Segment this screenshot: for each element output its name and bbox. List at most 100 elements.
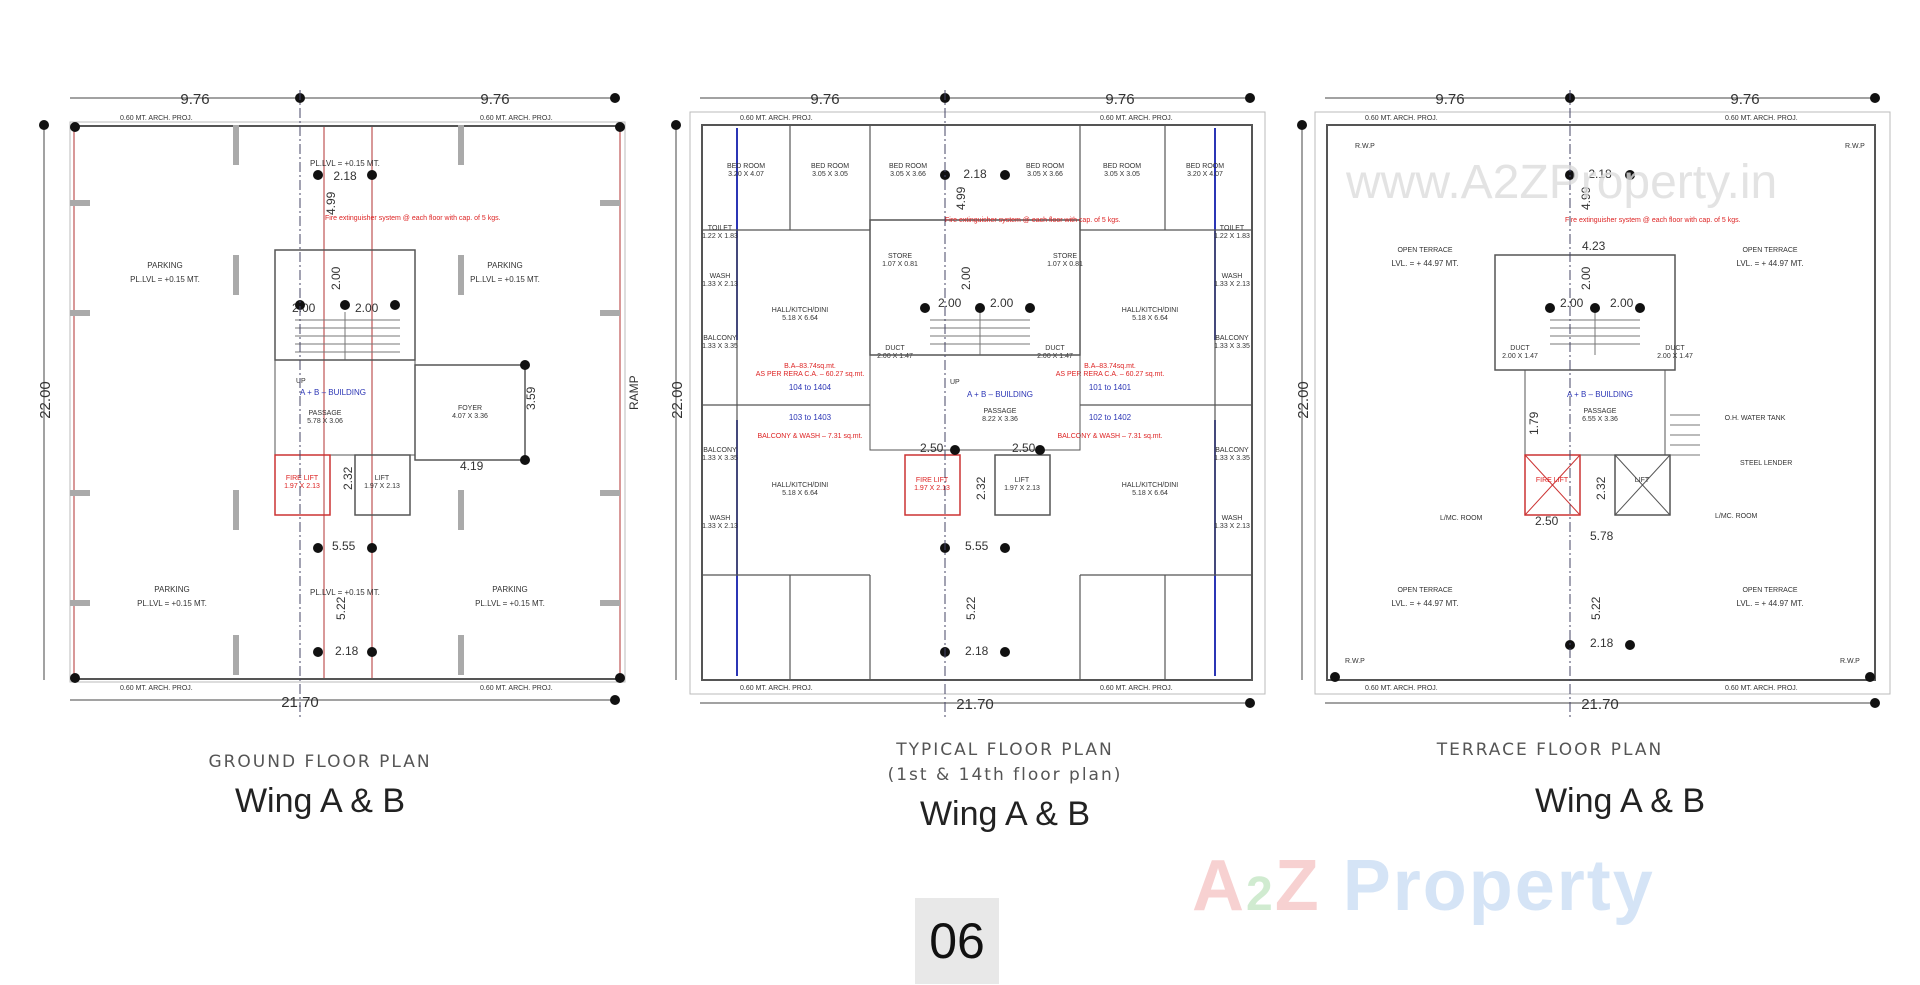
hall-dim: 5.18 X 6.64 — [782, 315, 818, 322]
lift-label: LIFT — [1635, 477, 1650, 484]
fire-lift-label: FIRE LIFT — [1536, 477, 1569, 484]
passage-dim: 5.78 X 3.06 — [307, 418, 343, 425]
building-label: A + B – BUILDING — [967, 390, 1033, 399]
bed-room-label: BED ROOM — [1103, 163, 1141, 170]
wash-dim: 1.33 X 2.13 — [1214, 281, 1250, 288]
proj-label-bottom: 0.60 MT. ARCH. PROJ. — [120, 685, 193, 692]
watermark-url: www.A2ZProperty.in — [1346, 156, 1778, 209]
wash-dim: 1.33 X 2.13 — [702, 523, 738, 530]
area-note: B.A–83.74sq.mt. — [784, 363, 836, 370]
bottom-h: 5.22 — [964, 596, 978, 620]
duct-label: DUCT — [1665, 345, 1685, 352]
stair-dim-1: 2.00 — [938, 296, 962, 310]
pl-lvl-bottom: PL.LVL = +0.15 MT. — [310, 588, 380, 597]
lift-dim: 1.97 X 2.13 — [1004, 485, 1040, 492]
lmc-room-label: L/MC. ROOM — [1440, 515, 1483, 522]
hall-label: HALL/KITCH/DINI — [772, 307, 828, 314]
area-note: BALCONY & WASH – 7.31 sq.mt. — [1057, 433, 1162, 440]
toilet-label: TOILET — [1220, 225, 1245, 232]
pl-lvl: PL.LVL = +0.15 MT. — [470, 275, 540, 284]
proj-label-bottom: 0.60 MT. ARCH. PROJ. — [1365, 685, 1438, 692]
area-note: AS PER RERA C.A. – 60.27 sq.mt. — [756, 371, 865, 378]
duct-label: DUCT — [1045, 345, 1065, 352]
stair-core — [869, 219, 1081, 356]
duct-dim: 2.00 X 1.47 — [1037, 353, 1073, 360]
stair-dim-2: 2.00 — [1610, 296, 1634, 310]
bed-room-dim: 3.05 X 3.05 — [812, 171, 848, 178]
terrace-lvl: LVL. = + 44.97 MT. — [1391, 599, 1458, 608]
terrace-lvl: LVL. = + 44.97 MT. — [1391, 259, 1458, 268]
open-terrace-label: OPEN TERRACE — [1742, 587, 1797, 594]
area-note: BALCONY & WASH – 7.31 sq.mt. — [757, 433, 862, 440]
duct-label: DUCT — [1510, 345, 1530, 352]
passage — [1524, 369, 1666, 456]
balcony-label: BALCONY — [703, 335, 737, 342]
pl-lvl-top: PL.LVL = +0.15 MT. — [310, 159, 380, 168]
hall-dim: 5.18 X 6.64 — [1132, 490, 1168, 497]
dim-marker — [39, 120, 49, 130]
mid-w: 5.55 — [965, 539, 989, 553]
toilet-dim: 1.22 X 1.83 — [1214, 233, 1250, 240]
pl-lvl: PL.LVL = +0.15 MT. — [130, 275, 200, 284]
bottom-gap: 2.18 — [965, 644, 989, 658]
proj-label-top: 0.60 MT. ARCH. PROJ. — [740, 115, 813, 122]
fire-lift — [1524, 454, 1581, 516]
mid-w: 5.78 — [1590, 529, 1614, 543]
store-label: STORE — [1053, 253, 1077, 260]
bottom-gap: 2.18 — [1590, 636, 1614, 650]
top-h: 4.99 — [954, 186, 968, 210]
foyer-w: 4.19 — [460, 459, 484, 473]
wash-label: WASH — [1222, 273, 1243, 280]
store-label: STORE — [888, 253, 912, 260]
bottom-h: 5.22 — [334, 596, 348, 620]
dim-top-right: 9.76 — [1105, 91, 1134, 108]
lift — [994, 454, 1051, 516]
passage-label: PASSAGE — [1584, 408, 1617, 415]
bed-room-label: BED ROOM — [1186, 163, 1224, 170]
hall-label: HALL/KITCH/DINI — [1122, 307, 1178, 314]
lift — [354, 454, 411, 516]
dim-marker — [1245, 698, 1255, 708]
terrace-floor-plan: 9.76 9.76 22.00 21.70 0.60 MT. ARCH. PRO… — [1295, 90, 1891, 720]
bed-room-label: BED ROOM — [889, 163, 927, 170]
dim-marker — [610, 695, 620, 705]
proj-outline — [1314, 111, 1891, 695]
balcony-dim: 1.33 X 3.35 — [702, 455, 738, 462]
wash-dim: 1.33 X 2.13 — [702, 281, 738, 288]
page-number: 06 — [915, 898, 999, 984]
logo-letter: Z — [1274, 846, 1321, 926]
lift — [1614, 454, 1671, 516]
lift-h: 2.32 — [974, 476, 988, 500]
oh-tank-label: O.H. WATER TANK — [1725, 415, 1786, 422]
hall-label: HALL/KITCH/DINI — [772, 482, 828, 489]
parking-label: PARKING — [487, 261, 522, 270]
dim-marker — [610, 93, 620, 103]
balcony-label: BALCONY — [1215, 447, 1249, 454]
unit-range: 101 to 1401 — [1089, 383, 1132, 392]
toilet-label: TOILET — [708, 225, 733, 232]
steel-ladder-label: STEEL LENDER — [1740, 460, 1792, 467]
rwp-label: R.W.P — [1845, 143, 1865, 150]
up-label: UP — [950, 379, 960, 386]
lobby-w2: 2.50 — [1012, 441, 1036, 455]
dim-top-right: 9.76 — [1730, 91, 1759, 108]
proj-label-bottom: 0.60 MT. ARCH. PROJ. — [740, 685, 813, 692]
building-label: A + B – BUILDING — [300, 388, 366, 397]
terrace-floor-caption: TERRACE FLOOR PLAN — [1436, 740, 1664, 760]
ground-floor-wing: Wing A & B — [234, 782, 406, 820]
dim-marker — [1870, 698, 1880, 708]
duct-dim: 2.00 X 1.47 — [1657, 353, 1693, 360]
pl-lvl: PL.LVL = +0.15 MT. — [475, 599, 545, 608]
proj-label-bottom: 0.60 MT. ARCH. PROJ. — [1725, 685, 1798, 692]
ramp-label: RAMP — [627, 375, 641, 410]
wash-label: WASH — [710, 515, 731, 522]
ground-floor-caption: GROUND FLOOR PLAN — [208, 752, 432, 772]
fire-note: Fire extinguisher system @ each floor wi… — [1565, 217, 1741, 224]
passage — [274, 359, 416, 456]
open-terrace-label: OPEN TERRACE — [1397, 247, 1452, 254]
fire-lift-dim: 1.97 X 2.13 — [914, 485, 950, 492]
store-dim: 1.07 X 0.81 — [1047, 261, 1083, 268]
rwp-label: R.W.P — [1345, 658, 1365, 665]
ground-floor-plan: 9.76 9.76 22.00 21.70 0.60 MT. ARCH. PRO… — [37, 90, 641, 720]
balcony-dim: 1.33 X 3.35 — [1214, 343, 1250, 350]
